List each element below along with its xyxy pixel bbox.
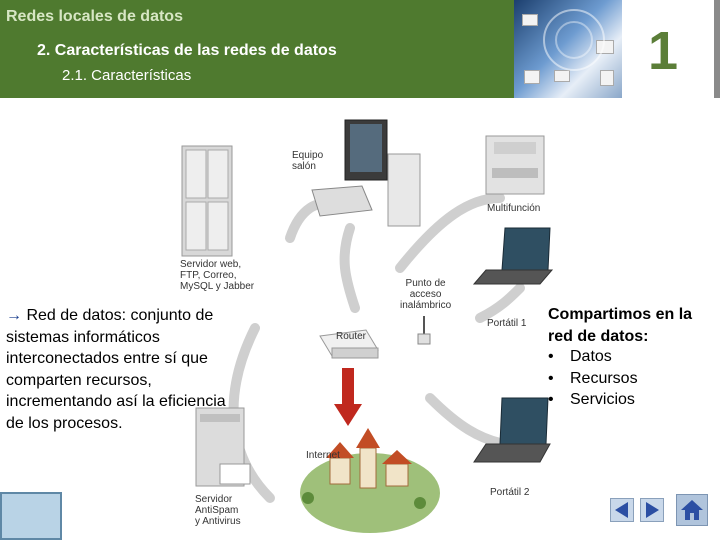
antispam-server-icon: [195, 407, 251, 487]
arrow-icon: →: [6, 307, 27, 324]
label-portatil-1: Portátil 1: [487, 318, 527, 329]
web-server-icon: [181, 145, 233, 257]
label-internet: Internet: [306, 450, 340, 461]
label-antispam-server: Servidor AntiSpam y Antivirus: [195, 494, 241, 527]
next-button[interactable]: [640, 498, 664, 522]
subsection-heading: 2.1. Características: [62, 67, 192, 84]
printer-icon: [485, 135, 545, 195]
home-icon: [681, 500, 703, 520]
network-photo: [514, 0, 622, 98]
laptop-2-icon: [473, 397, 551, 463]
right-arrow-icon: [646, 502, 659, 518]
label-web-server: Servidor web, FTP, Correo, MySQL y Jabbe…: [180, 259, 255, 292]
desktop-computer-icon: [311, 119, 421, 227]
definition-body: : conjunto de sistemas informáticos inte…: [6, 307, 226, 432]
unit-number-box: [622, 0, 720, 98]
list-item: Servicios: [548, 389, 638, 411]
shared-heading: Compartimos en la red de datos:: [548, 306, 693, 345]
label-portatil-2: Portátil 2: [490, 487, 530, 498]
definition-text: → Red de datos: conjunto de sistemas inf…: [6, 305, 246, 434]
home-button[interactable]: [676, 494, 708, 526]
side-strip: [714, 0, 720, 98]
internet-arrow-icon: [334, 368, 362, 426]
network-diagram: [181, 119, 554, 533]
access-point-icon: [417, 316, 431, 345]
list-item: Recursos: [548, 368, 638, 390]
corner-box: [0, 492, 62, 540]
left-arrow-icon: [615, 502, 628, 518]
shared-list: Datos Recursos Servicios: [548, 346, 638, 411]
label-multifuncion: Multifunción: [487, 203, 541, 214]
section-heading: 2. Características de las redes de datos: [37, 42, 337, 59]
label-access-point: Punto de acceso inalámbrico: [400, 278, 452, 311]
list-item: Datos: [548, 346, 638, 368]
router-icon: [319, 329, 379, 359]
course-title: Redes locales de datos: [6, 8, 183, 25]
label-equipo-salon: Equipo salón: [292, 150, 324, 172]
laptop-1-icon: [472, 227, 554, 285]
unit-number: 1: [648, 21, 679, 81]
definition-term: Red de datos: [26, 307, 122, 324]
header-bar: Redes locales de datos 2. Característica…: [0, 0, 514, 98]
internet-village-icon: [300, 428, 440, 533]
label-router: Router: [336, 331, 367, 342]
prev-button[interactable]: [610, 498, 634, 522]
